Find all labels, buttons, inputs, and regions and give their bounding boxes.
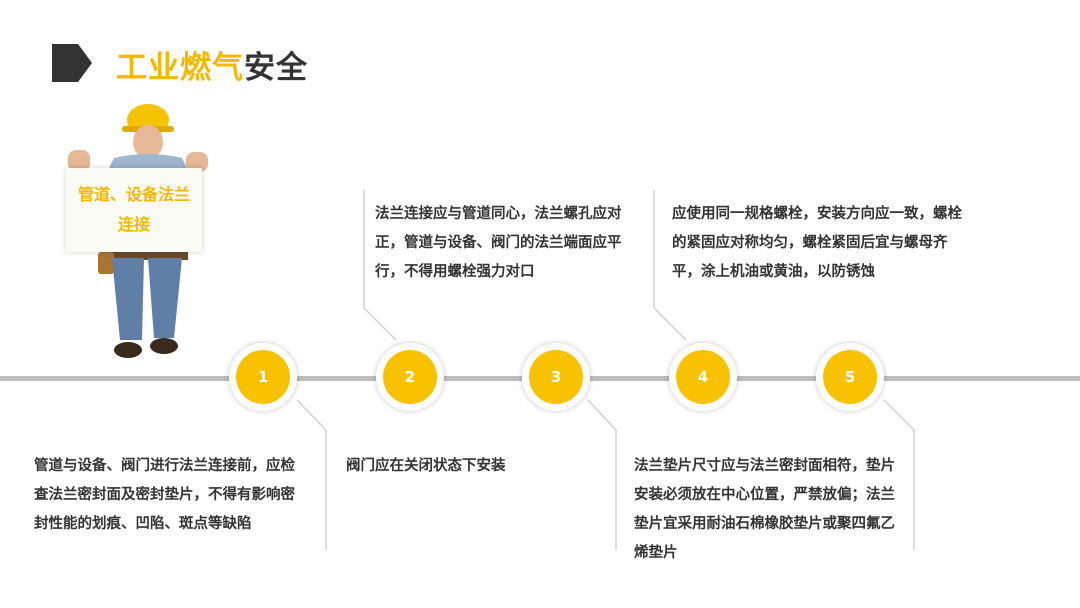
step-node-1: 1 — [229, 343, 297, 411]
step-text-4: 应使用同一规格螺栓，安装方向应一致，螺栓的紧固应对称均匀，螺栓紧固后宜与螺母齐平… — [672, 206, 962, 280]
step-text-5: 法兰垫片尺寸应与法兰密封面相符，垫片安装必须放在中心位置，严禁放偏；法兰垫片宜采… — [634, 458, 895, 561]
title-rest: 安全 — [244, 50, 308, 86]
step-number-2: 2 — [383, 350, 437, 404]
step-node-4: 4 — [669, 343, 737, 411]
header-arrow-icon — [52, 44, 92, 82]
step-node-5: 5 — [816, 343, 884, 411]
step-text-1: 管道与设备、阀门进行法兰连接前，应检查法兰密封面及密封垫片，不得有影响密封性能的… — [34, 458, 295, 532]
step-node-3: 3 — [522, 343, 590, 411]
step-number-5: 5 — [823, 350, 877, 404]
step-text-3: 阀门应在关闭状态下安装 — [346, 458, 506, 474]
page-title: 工业燃气安全 — [116, 42, 308, 87]
step-node-2: 2 — [376, 343, 444, 411]
worker-illustration — [68, 104, 208, 358]
step-number-1: 1 — [236, 350, 290, 404]
step-number-4: 4 — [676, 350, 730, 404]
step-number-3: 3 — [529, 350, 583, 404]
step-text-2: 法兰连接应与管道同心，法兰螺孔应对正，管道与设备、阀门的法兰端面应平行，不得用螺… — [375, 206, 622, 280]
sign-text: 管道、设备法兰连接 — [77, 185, 190, 234]
title-highlight: 工业燃气 — [116, 50, 244, 86]
sign-board: 管道、设备法兰连接 — [66, 168, 202, 252]
